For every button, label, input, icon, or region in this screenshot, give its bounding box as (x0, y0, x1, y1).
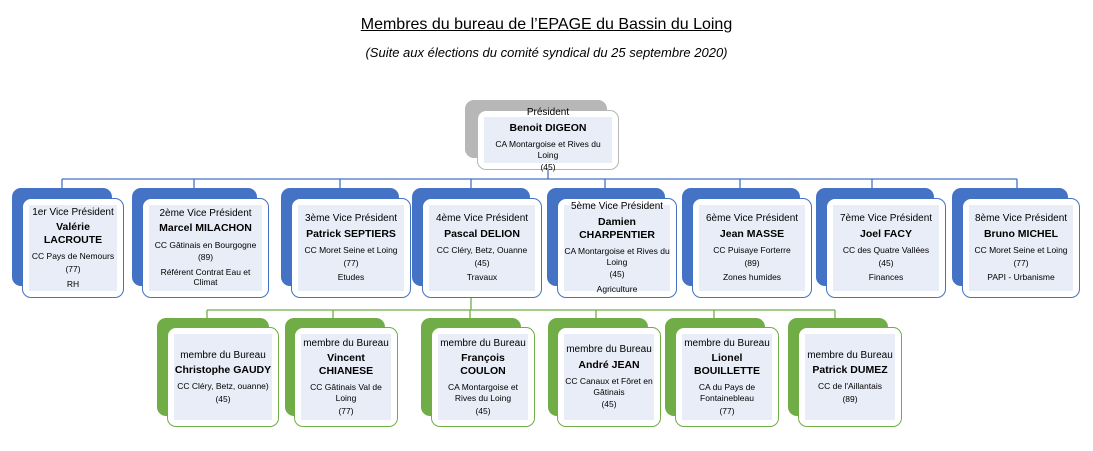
vp-dept: (89) (744, 257, 760, 268)
vp-name: Damien CHARPENTIER (579, 215, 655, 241)
member-card: membre du Bureau Christophe GAUDY CC Clé… (167, 327, 279, 427)
member-org: CC Cléry, Betz, ouanne) (177, 381, 269, 392)
president-name: Benoit DIGEON (509, 121, 587, 134)
vp-delegation: Etudes (337, 272, 365, 283)
member-org: CA du Pays de Fontainebleau (698, 382, 756, 404)
member-org: CC de l'Aillantais (818, 381, 882, 392)
vp-role: 4ème Vice Président (435, 213, 529, 225)
page-subtitle: (Suite aux élections du comité syndical … (365, 45, 728, 60)
vp-name: Pascal DELION (444, 227, 520, 240)
member-card: membre du Bureau Lionel BOUILLETTE CA du… (675, 327, 779, 427)
vp-dept: (77) (1013, 257, 1029, 268)
member-name: André JEAN (578, 358, 640, 371)
vp-name: Patrick SEPTIERS (306, 227, 396, 240)
vp-delegation: Référent Contrat Eau et Climat (160, 266, 251, 288)
member-org: CC Canaux et Fôret en Gâtinais (565, 375, 653, 397)
vp-dept: (45) (609, 269, 625, 280)
vp-dept: (89) (197, 252, 214, 263)
vp-card: 5ème Vice Président Damien CHARPENTIER C… (557, 198, 677, 298)
member-card: membre du Bureau François COULON CA Mont… (431, 327, 535, 427)
vp-delegation: Agriculture (596, 284, 638, 294)
vp-role: 2ème Vice Président (159, 207, 252, 219)
vp-card: 1er Vice Président Valérie LACROUTE CC P… (22, 198, 124, 298)
vp-card: 6ème Vice Président Jean MASSE CC Puisay… (692, 198, 812, 298)
vp-name: Joel FACY (860, 227, 912, 240)
member-role: membre du Bureau (303, 337, 389, 349)
member-role: membre du Bureau (566, 344, 652, 356)
page-title: Membres du bureau de l’EPAGE du Bassin d… (360, 16, 733, 33)
vp-card: 3ème Vice Président Patrick SEPTIERS CC … (291, 198, 411, 298)
vp-role: 8ème Vice Président (974, 213, 1068, 225)
member-card: membre du Bureau Patrick DUMEZ CC de l'A… (798, 327, 902, 427)
member-org: CA Montargoise et Rives du Loing (448, 382, 518, 404)
member-role: membre du Bureau (180, 349, 266, 361)
vp-delegation: Travaux (466, 272, 498, 283)
president-org: CA Montargoise et Rives du Loing (495, 138, 601, 160)
vp-org: CA Montargoise et Rives du Loing (564, 246, 670, 267)
vp-delegation: Zones humides (722, 272, 782, 283)
vp-org: CC des Quatre Vallées (842, 244, 930, 255)
vp-role: 6ème Vice Président (705, 213, 799, 225)
member-name: Vincent CHIANESE (318, 352, 374, 378)
vp-delegation: RH (66, 278, 80, 289)
member-org: CC Gâtinais Val de Loing (310, 382, 382, 404)
vp-role: 3ème Vice Président (304, 213, 398, 225)
member-dept: (45) (215, 393, 231, 404)
vp-org: CC Gâtinais en Bourgogne (154, 239, 257, 250)
vp-card: 2ème Vice Président Marcel MILACHON CC G… (142, 198, 269, 298)
member-name: Christophe GAUDY (174, 364, 272, 377)
vp-delegation: Finances (868, 272, 904, 283)
member-dept: (77) (338, 405, 354, 416)
vp-dept: (45) (878, 257, 894, 268)
member-role: membre du Bureau (684, 337, 770, 349)
president-dept: (45) (540, 162, 556, 173)
vp-card: 8ème Vice Président Bruno MICHEL CC More… (962, 198, 1080, 298)
vp-org: CC Puisaye Forterre (713, 244, 791, 255)
vp-dept: (77) (65, 264, 81, 275)
vp-org: CC Moret Seine et Loing (974, 244, 1068, 255)
member-dept: (45) (601, 399, 617, 410)
vp-role: 1er Vice Président (32, 206, 114, 218)
vp-dept: (77) (343, 257, 359, 268)
vp-role: 5ème Vice Président (570, 201, 664, 213)
vp-org: CC Cléry, Betz, Ouanne (436, 244, 528, 255)
vp-org: CC Moret Seine et Loing (304, 244, 398, 255)
member-card: membre du Bureau André JEAN CC Canaux et… (557, 327, 661, 427)
vp-card: 4ème Vice Président Pascal DELION CC Clé… (422, 198, 542, 298)
president-role: Président (526, 107, 570, 119)
president-card: Président Benoit DIGEON CA Montargoise e… (477, 107, 619, 173)
member-dept: (89) (842, 393, 858, 404)
vp-org: CC Pays de Nemours (31, 251, 115, 262)
vp-name: Valérie LACROUTE (43, 221, 103, 247)
member-card: membre du Bureau Vincent CHIANESE CC Gât… (294, 327, 398, 427)
vp-name: Marcel MILACHON (159, 222, 252, 235)
vp-name: Bruno MICHEL (983, 227, 1059, 240)
vp-card: 7ème Vice Président Joel FACY CC des Qua… (826, 198, 946, 298)
member-name: Patrick DUMEZ (812, 364, 888, 377)
vp-name: Jean MASSE (719, 227, 785, 240)
member-dept: (77) (719, 405, 735, 416)
member-dept: (45) (475, 405, 491, 416)
member-name: Lionel BOUILLETTE (694, 352, 760, 378)
vp-role: 7ème Vice Président (839, 213, 933, 225)
member-role: membre du Bureau (807, 349, 893, 361)
member-name: François COULON (460, 352, 506, 378)
vp-dept: (45) (474, 257, 490, 268)
member-role: membre du Bureau (440, 337, 526, 349)
vp-delegation: PAPI - Urbanisme (987, 272, 1055, 283)
